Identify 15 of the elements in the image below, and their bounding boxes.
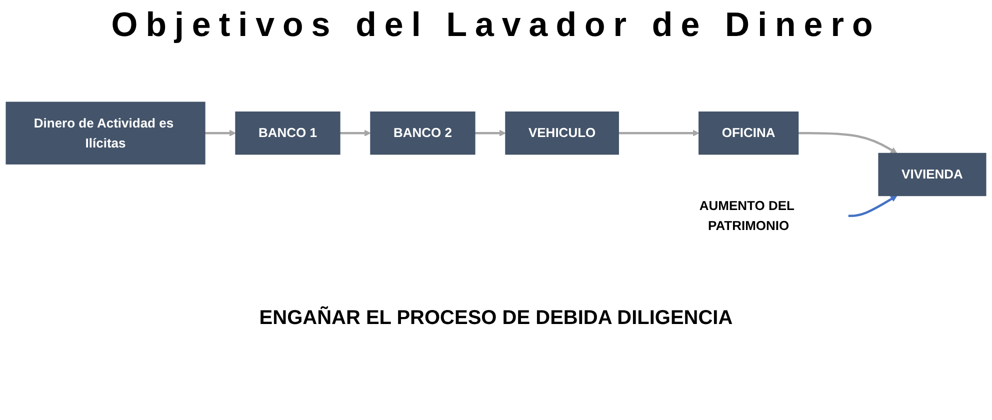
diagram-title: Objetivos del Lavador de Dinero xyxy=(110,6,882,45)
arrow xyxy=(474,129,506,136)
node-box: VIVIENDA xyxy=(878,152,986,196)
arrow xyxy=(618,129,700,136)
note-text: ENGAÑAR EL PROCESO DE DEBIDA DILIGENCIA xyxy=(258,307,734,330)
node-box: VEHICULO xyxy=(505,111,619,154)
node-text: AUMENTO DEL PATRIMONIO xyxy=(699,198,794,232)
arrow xyxy=(340,129,371,136)
arrow xyxy=(204,129,236,136)
node-box: Dinero de Actividad es Ilícitas xyxy=(6,101,206,164)
node-box: BANCO 2 xyxy=(370,111,476,154)
node-box: OFICINA xyxy=(698,111,799,154)
node-box: BANCO 1 xyxy=(235,111,340,154)
arrow xyxy=(798,131,898,154)
arrow xyxy=(848,194,898,217)
